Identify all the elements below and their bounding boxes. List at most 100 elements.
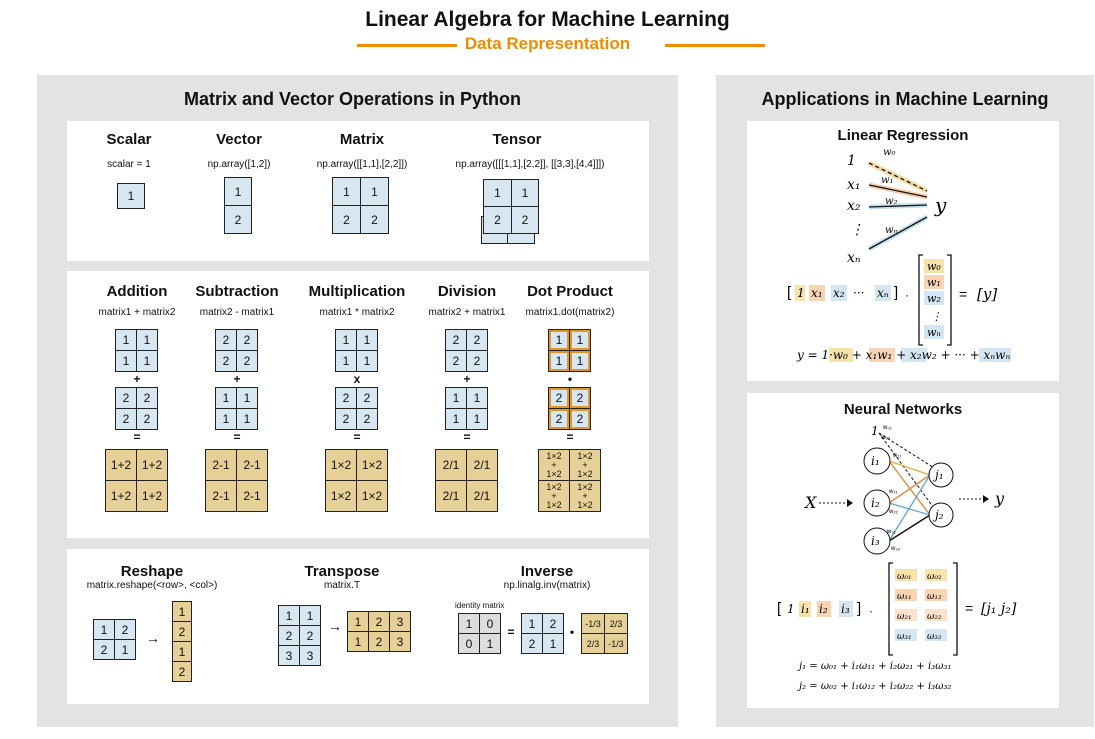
result-cell: 2/1 [435, 449, 467, 481]
operand-a-cell: 1 [356, 329, 378, 351]
nn-output-node [928, 502, 954, 528]
identity-cell: 1 [479, 633, 501, 654]
nn-input-label: i₃ [871, 534, 880, 548]
right-panel: Applications in Machine Learning Linear … [716, 75, 1094, 727]
operation-code: matrix2 + matrix1 [428, 307, 506, 318]
lr-weight: w₀ [883, 147, 896, 158]
nn-highlight [895, 629, 917, 641]
lr-equals: = [959, 286, 967, 302]
result-cell: 1+2 [136, 449, 168, 481]
nn-result: [j₁ j₂] [981, 601, 1017, 617]
inverse-code: np.linalg.inv(matrix) [503, 580, 591, 591]
nn-matrix-cell: ω₃₁ [897, 632, 912, 642]
lr-highlight [901, 348, 927, 362]
matrix-label: Matrix [339, 131, 385, 148]
operator-symbol: + [133, 372, 141, 386]
lr-highlight [924, 275, 944, 289]
result-cell-part: + [582, 490, 588, 501]
operand-b-cell: 1 [236, 408, 258, 430]
transpose-in-cell: 1 [299, 605, 321, 626]
nn-row: 1 [787, 602, 795, 616]
nn-bias: 1 [871, 424, 879, 438]
subtitle-rule-left [357, 44, 457, 47]
matrix-cell: 1 [360, 177, 389, 206]
operation-code: matrix1 * matrix2 [319, 307, 395, 318]
reshape-in-cell: 1 [93, 619, 115, 640]
lr-highlight [831, 285, 847, 301]
nn-output-label: j₂ [932, 508, 944, 522]
nn-output-arrow-icon [983, 495, 989, 503]
reshape-code: matrix.reshape(<row>, <col>) [86, 580, 218, 591]
result-cell: 1×2+1×2 [538, 480, 570, 512]
operand-b-cell: 2 [335, 408, 357, 430]
lr-col: w₁ [927, 276, 941, 289]
inverse-matrix-cell: 1 [542, 633, 564, 654]
nn-weight-label: w₂₂ [888, 509, 899, 515]
nn-weight-label: w₁₁ [892, 453, 901, 459]
operation-label: Dot Product [527, 283, 613, 300]
transpose-in-cell: 3 [299, 645, 321, 666]
nn-input-node [863, 447, 891, 475]
inverse-result-cell: -1/3 [581, 613, 605, 634]
scalar-code: scalar = 1 [107, 159, 151, 170]
nn-row: i₁ [801, 602, 810, 616]
identity-cell: 0 [479, 613, 501, 634]
result-cell-part: 1×2 [546, 450, 562, 461]
subtitle-bar: Data Representation [0, 34, 1095, 58]
operation-code: matrix1 + matrix2 [98, 307, 176, 318]
lr-bracket [947, 254, 952, 346]
inverse-matrix-cell: 2 [542, 613, 564, 634]
operand-a-cell: 1 [548, 350, 570, 372]
nn-output-label: j₁ [932, 468, 944, 482]
nn-highlight [925, 569, 947, 581]
nn-input-node [863, 489, 891, 517]
nn-matrix-cell: ω₀₂ [927, 572, 942, 582]
left-panel: Matrix and Vector Operations in Python S… [37, 75, 678, 727]
operand-b-cell: 1 [215, 408, 237, 430]
result-cell: 2-1 [205, 480, 237, 512]
transpose-arrow-icon: → [328, 618, 342, 634]
result-cell: 1+2 [105, 480, 137, 512]
nn-row: i₃ [841, 602, 850, 616]
operand-b-cell: 1 [466, 387, 488, 409]
nn-input-label: i₂ [871, 496, 880, 510]
operand-a-cell: 1 [569, 329, 591, 351]
operator-symbol: + [463, 372, 471, 386]
nn-edge [888, 460, 931, 516]
matrix-cell: 2 [332, 205, 361, 234]
operand-a-cell: 2 [466, 329, 488, 351]
result-cell-part: + [582, 459, 588, 470]
operand-b-cell: 1 [445, 387, 467, 409]
operand-a-cell: 1 [115, 350, 137, 372]
operation-label: Subtraction [195, 283, 279, 300]
equals-symbol: = [233, 430, 241, 444]
lr-highlight [924, 291, 944, 305]
operand-a-cell: 2 [215, 350, 237, 372]
nn-weight-label: w₂₁ [888, 489, 898, 495]
result-cell: 1×2 [356, 449, 388, 481]
inverse-dot: • [569, 625, 575, 639]
operation-label: Multiplication [308, 283, 406, 300]
result-cell-part: 1×2 [546, 468, 562, 479]
transpose-in-cell: 2 [299, 625, 321, 646]
tensor-cell: 1 [483, 179, 512, 207]
result-cell-part: + [551, 490, 557, 501]
nn-edge [878, 432, 940, 472]
linear-regression-diagram: 1 x₁ x₂ ⋮ xₙ y w₀ w₁ w₂ wₙ [ [787, 147, 1011, 362]
result-cell: 2/1 [466, 449, 498, 481]
operand-a-cell: 2 [236, 329, 258, 351]
nn-matrix-cell: ω₃₂ [927, 632, 942, 642]
nn-x-label: X [803, 493, 817, 512]
result-cell-part: 1×2 [577, 468, 593, 479]
operand-b-cell: 1 [215, 387, 237, 409]
nn-edge [888, 474, 931, 542]
lr-col: w₂ [927, 292, 941, 305]
tensor-cell: 2 [511, 206, 539, 234]
lr-input: 1 [847, 153, 856, 169]
operand-a-cell: 1 [115, 329, 137, 351]
operator-symbol: + [233, 372, 241, 386]
nn-highlight [925, 629, 947, 641]
nn-highlight [799, 601, 811, 617]
transpose-out-cell: 2 [368, 611, 390, 632]
result-cell-part: 1×2 [546, 499, 562, 510]
